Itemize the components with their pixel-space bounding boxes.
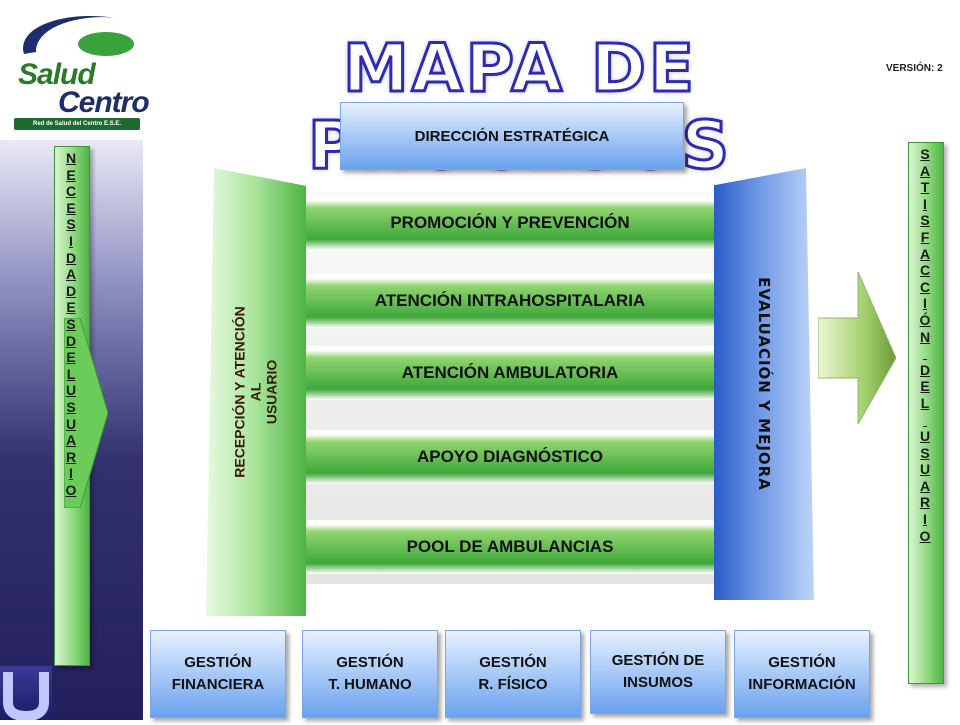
column-letter: I (923, 511, 927, 528)
column-letter: S (66, 216, 76, 233)
column-letter: E (66, 199, 76, 216)
version-label: VERSIÓN: 2 (886, 63, 943, 74)
process-label: ATENCIÓN INTRAHOSPITALARIA (374, 291, 646, 310)
support-line-2: INFORMACIÓN (748, 676, 856, 693)
reception-panel (206, 168, 306, 616)
column-letter: S (920, 444, 930, 461)
column-letter: R (65, 448, 77, 465)
column-letter: D (65, 332, 77, 349)
column-letter: C (919, 262, 931, 279)
evaluation-panel-text: EVALUACIÓN Y MEJORA (714, 168, 814, 600)
strategic-direction-box: DIRECCIÓN ESTRATÉGICA (340, 102, 684, 170)
column-letter: A (919, 245, 931, 262)
column-letter: E (66, 299, 76, 316)
column-letter: I (923, 295, 927, 312)
column-letter: D (919, 361, 931, 378)
support-line-1: GESTIÓN (184, 654, 252, 671)
column-letter: C (919, 278, 931, 295)
column-letter: D (65, 249, 77, 266)
column-letter: L (66, 365, 76, 382)
column-letter: D (65, 282, 77, 299)
column-letter: T (920, 179, 930, 196)
support-box-information: GESTIÓN INFORMACIÓN (734, 630, 870, 718)
process-band-promotion: PROMOCIÓN Y PREVENCIÓN (300, 196, 720, 250)
column-letter: U (65, 382, 77, 399)
support-box-physical: GESTIÓN R. FÍSICO (445, 630, 581, 718)
logo-tagline: Red de Salud del Centro E.S.E. (14, 118, 140, 130)
output-arrow-icon (818, 272, 896, 424)
u-shape-icon (3, 672, 49, 722)
column-letter: E (66, 166, 76, 183)
column-letter (923, 412, 927, 429)
column-letter: E (66, 349, 76, 366)
column-letter: A (65, 266, 77, 283)
salud-centro-logo (6, 6, 148, 134)
evaluation-label: EVALUACIÓN Y MEJORA (755, 277, 774, 491)
support-box-human: GESTIÓN T. HUMANO (302, 630, 438, 718)
user-needs-arrow-icon (64, 318, 108, 508)
column-letter: L (920, 394, 930, 411)
column-letter: Ó (919, 311, 931, 328)
reception-line-2: AL (248, 382, 264, 402)
process-band-ambulances: POOL DE AMBULANCIAS (300, 520, 720, 574)
strategic-direction-label: DIRECCIÓN ESTRATÉGICA (414, 127, 610, 145)
column-letter: S (66, 398, 76, 415)
logo-swoosh-icon (23, 15, 134, 56)
column-letter: R (919, 494, 931, 511)
evaluation-panel (714, 168, 814, 600)
support-line-1: GESTIÓN (336, 654, 404, 671)
process-band-diagnostic: APOYO DIAGNÓSTICO (300, 430, 720, 484)
column-letter: A (65, 432, 77, 449)
column-letter: I (923, 195, 927, 212)
column-letter: F (920, 228, 930, 245)
column-letter: C (65, 183, 77, 200)
column-letter: A (919, 477, 931, 494)
process-band-inpatient: ATENCIÓN INTRAHOSPITALARIA (300, 274, 720, 328)
column-letter: S (66, 315, 76, 332)
support-box-finance: GESTIÓN FINANCIERA (150, 630, 286, 718)
column-letter: I (69, 465, 73, 482)
support-line-1: GESTIÓN (768, 654, 836, 671)
process-label: APOYO DIAGNÓSTICO (416, 447, 604, 466)
column-letter: N (65, 150, 77, 166)
reception-line-1: RECEPCIÓN Y ATENCIÓN (232, 306, 248, 478)
logo-text-salud: Salud (18, 58, 96, 91)
column-letter: E (920, 378, 930, 395)
process-label: POOL DE AMBULANCIAS (406, 537, 614, 556)
column-letter (923, 345, 927, 362)
support-line-1: GESTIÓN (479, 654, 547, 671)
column-letter: U (919, 428, 931, 445)
column-letter: U (65, 415, 77, 432)
return-u-icon[interactable] (0, 666, 52, 722)
column-letter: S (920, 146, 930, 162)
process-label: ATENCIÓN AMBULATORIA (401, 363, 619, 382)
reception-panel-text: RECEPCIÓN Y ATENCIÓN AL USUARIO (206, 168, 306, 616)
column-letter: N (919, 328, 931, 345)
process-band-outpatient: ATENCIÓN AMBULATORIA (300, 346, 720, 400)
user-satisfaction-column (908, 142, 944, 684)
reception-line-3: USUARIO (264, 359, 280, 425)
logo-text-centro: Centro (58, 86, 150, 119)
support-box-supplies: GESTIÓN DE INSUMOS (590, 630, 726, 714)
support-line-2: FINANCIERA (171, 676, 265, 693)
support-line-2: R. FÍSICO (478, 676, 548, 693)
column-letter: U (919, 461, 931, 478)
process-label: PROMOCIÓN Y PREVENCIÓN (390, 213, 630, 232)
support-line-2: T. HUMANO (328, 676, 412, 693)
column-letter: S (920, 212, 930, 229)
column-letter: O (65, 481, 77, 498)
column-letter: I (69, 232, 73, 249)
column-letter: A (919, 162, 931, 179)
support-line-2: INSUMOS (622, 674, 693, 691)
support-line-1: GESTIÓN DE (611, 652, 705, 669)
column-letter: O (919, 527, 931, 544)
